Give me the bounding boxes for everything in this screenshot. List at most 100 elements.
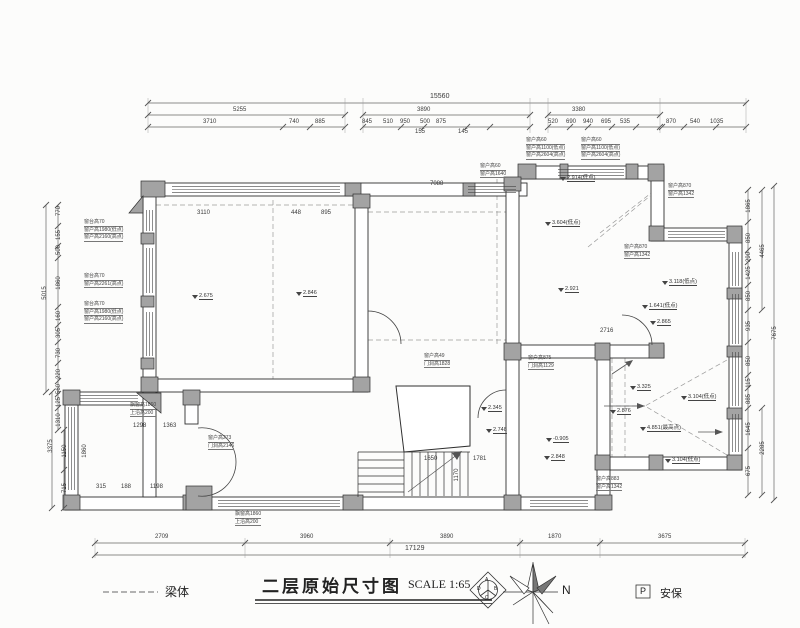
elevation-triangle-icon — [544, 455, 550, 460]
north-label: N — [562, 583, 571, 597]
dim-label: 5255 — [233, 107, 247, 113]
elevation-triangle-icon — [665, 458, 671, 463]
dim-label: 500 — [420, 119, 431, 125]
elevation-mark: 3.325 — [630, 384, 651, 391]
dim-label: 145 — [458, 129, 469, 135]
elevation-mark: 2.848 — [544, 454, 565, 461]
dim-label: 875 — [436, 119, 447, 125]
dim-label: 7675 — [772, 326, 778, 340]
elevation-triangle-icon — [486, 428, 492, 433]
elevation-mark: 2.846 — [296, 290, 317, 297]
drawing-scale: SCALE 1:65 — [408, 577, 471, 591]
elevation-mark: 2.748 — [486, 427, 507, 434]
elevation-mark: 3.104(低点) — [681, 394, 717, 401]
dim-label: 2716 — [600, 328, 614, 334]
elevation-triangle-icon — [681, 395, 687, 400]
dim-label: 1870 — [548, 534, 562, 540]
elevation-mark: 2.921 — [558, 286, 579, 293]
dim-label: 3110 — [197, 210, 210, 216]
dim-label: 695 — [601, 119, 612, 125]
dim-label: 675 — [746, 466, 752, 477]
dim-label: 3380 — [572, 107, 586, 113]
elevation-mark: 2.876 — [610, 408, 631, 415]
dim-label: 1150 — [62, 444, 68, 458]
dim-label: 1363 — [163, 423, 177, 429]
logo-letter-a: A — [485, 577, 489, 583]
elevation-mark: 2.914(低点) — [560, 175, 596, 182]
dim-label: 7088 — [430, 181, 444, 187]
dim-label: 540 — [690, 119, 701, 125]
dim-label: 155 — [415, 129, 426, 135]
elevation-mark: 3.604(低点) — [545, 220, 581, 227]
dim-label: 17129 — [405, 545, 425, 552]
dim-label: 895 — [321, 210, 332, 216]
dim-label: 3890 — [440, 534, 454, 540]
security-symbol: P — [640, 586, 647, 596]
dimension-ticks — [42, 99, 778, 559]
dim-label: 1860 — [56, 276, 62, 290]
elevation-triangle-icon — [546, 437, 552, 442]
dim-label: 1860 — [82, 444, 88, 458]
logo-letter-d: D — [477, 586, 481, 592]
dim-label: 715 — [62, 483, 68, 494]
column-blocks — [62, 163, 743, 511]
elevation-triangle-icon — [296, 291, 302, 296]
beam-dashed-lines — [156, 179, 728, 457]
dim-label: 740 — [289, 119, 300, 125]
elevation-mark: 2.345 — [481, 405, 502, 412]
dim-label: 3710 — [203, 119, 217, 125]
dim-label: 885 — [315, 119, 326, 125]
window-lines — [68, 169, 739, 507]
dim-label: 1198 — [150, 484, 163, 490]
security-symbol-box — [635, 584, 651, 599]
dim-label: 500 — [56, 245, 62, 256]
dim-label: 3890 — [417, 107, 431, 113]
dim-label: 3375 — [48, 439, 54, 453]
elevation-triangle-icon — [481, 406, 487, 411]
dim-label: 690 — [566, 119, 577, 125]
dim-label: 520 — [548, 119, 559, 125]
elevation-triangle-icon — [630, 385, 636, 390]
title-underline — [255, 599, 492, 604]
dim-label: 1170 — [454, 468, 460, 482]
elevation-triangle-icon — [650, 320, 656, 325]
elevation-triangle-icon — [560, 176, 566, 181]
drawing-title: 二层原始尺寸图 — [262, 577, 402, 596]
dim-label: 1650 — [424, 456, 438, 462]
staircase — [357, 385, 471, 497]
elevation-triangle-icon — [192, 294, 198, 299]
dimension-lines — [45, 102, 775, 556]
dim-label: 870 — [666, 119, 677, 125]
door-arcs — [197, 310, 653, 497]
elevation-triangle-icon — [558, 287, 564, 292]
walls — [64, 165, 743, 511]
dim-label: 950 — [400, 119, 411, 125]
dim-label: 1865 — [746, 199, 752, 213]
slope-arrows — [604, 360, 723, 435]
designer-logo — [469, 571, 507, 609]
elevation-triangle-icon — [662, 280, 668, 285]
dim-label: 940 — [583, 119, 594, 125]
dim-label: 845 — [362, 119, 373, 125]
dim-label: 188 — [121, 484, 132, 490]
dim-label: 3675 — [658, 534, 672, 540]
elevation-triangle-icon — [545, 221, 551, 226]
elevation-mark: 3.104(低点) — [665, 457, 701, 464]
dim-label: 1298 — [133, 423, 147, 429]
elevation-mark: 2.675 — [192, 293, 213, 300]
